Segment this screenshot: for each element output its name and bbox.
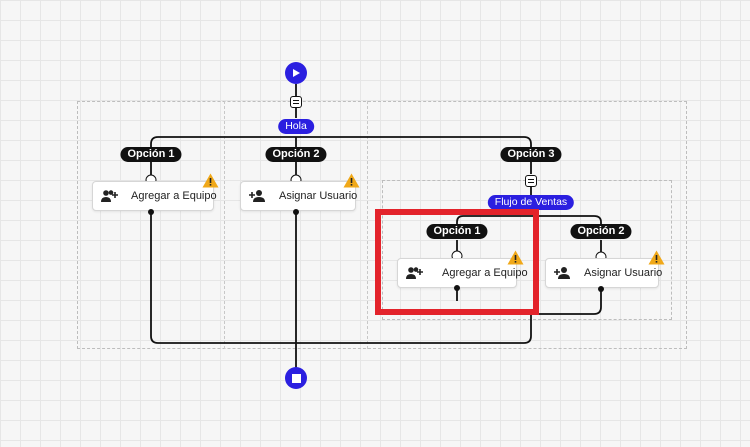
option-label-3[interactable]: Opción 3 — [500, 147, 562, 162]
subflow-message-list-icon[interactable] — [525, 175, 537, 187]
node-label: Asignar Usuario — [279, 190, 358, 202]
message-list-icon[interactable] — [290, 96, 302, 108]
end-button[interactable] — [285, 367, 307, 389]
stop-icon — [291, 373, 301, 383]
subflow-option-label-2[interactable]: Opción 2 — [570, 224, 632, 239]
subflow-node-asignar-usuario[interactable]: Asignar Usuario — [545, 258, 663, 288]
node-label: Agregar a Equipo — [442, 267, 528, 279]
output-port[interactable] — [293, 209, 299, 215]
option-label-2[interactable]: Opción 2 — [265, 147, 327, 162]
subflow-option-label-1[interactable]: Opción 1 — [426, 224, 488, 239]
output-port[interactable] — [148, 209, 154, 215]
person-add-icon — [249, 186, 267, 206]
subflow-label[interactable]: Flujo de Ventas — [487, 195, 575, 210]
warning-icon[interactable] — [507, 250, 524, 265]
start-button[interactable] — [285, 62, 307, 84]
branch-separator-1 — [224, 101, 225, 349]
play-icon — [293, 69, 300, 77]
output-port[interactable] — [598, 286, 604, 292]
warning-icon[interactable] — [202, 173, 219, 188]
option-label-1[interactable]: Opción 1 — [120, 147, 182, 162]
node-label: Agregar a Equipo — [131, 190, 217, 202]
warning-icon[interactable] — [648, 250, 665, 265]
subflow-node-agregar-equipo[interactable]: Agregar a Equipo — [397, 258, 528, 288]
group-add-icon — [101, 186, 119, 206]
warning-icon[interactable] — [343, 173, 360, 188]
group-add-icon — [406, 263, 424, 283]
highlight-box — [375, 209, 539, 315]
person-add-icon — [554, 263, 572, 283]
node-label: Asignar Usuario — [584, 267, 663, 279]
output-port[interactable] — [454, 285, 460, 291]
flow-group-outer — [77, 101, 687, 349]
branch-separator-2 — [367, 101, 368, 349]
root-message-label[interactable]: Hola — [278, 119, 314, 134]
action-node-asignar-usuario[interactable]: Asignar Usuario — [240, 181, 358, 211]
action-node-agregar-equipo[interactable]: Agregar a Equipo — [92, 181, 217, 211]
